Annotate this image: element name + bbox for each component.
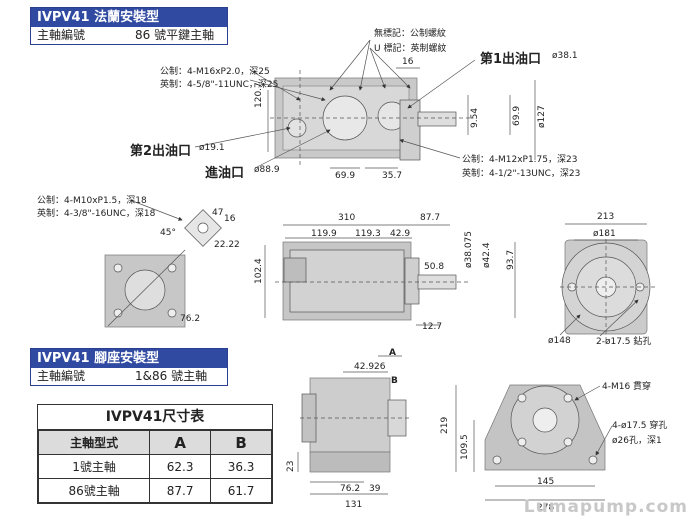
small-thread-metric: 公制：4-M10xP1.5，深18: [37, 196, 147, 206]
outlet2-label: 第2出油口: [130, 144, 192, 159]
outlet1-label: 第1出油口: [480, 52, 542, 67]
table-row: 1號主軸 62.3 36.3: [37, 454, 272, 479]
mount-hole-note: 2-ø17.5 鉆孔: [596, 337, 652, 347]
dim-109-5: 109.5: [460, 434, 470, 460]
dim-38-075: ø38.075: [464, 231, 474, 268]
dim-102-4: 102.4: [254, 258, 264, 284]
flange-thread-metric: 公制：4-M16xP2.0，深25: [160, 67, 270, 77]
dim-42-9b: 42.9: [354, 362, 375, 372]
col-header-shaft: 主軸型式: [37, 430, 151, 455]
foot-cb-note: ø26孔，深1: [612, 436, 662, 446]
pump-side-view: [275, 241, 470, 321]
dim-310: 310: [338, 213, 356, 223]
dim-69-9a: 69.9: [335, 171, 356, 181]
dim-87-7: 87.7: [420, 213, 441, 223]
foot-pump-front-view: [484, 384, 606, 471]
flange-pump-side-view: [270, 70, 470, 165]
dim-22-22: 22.22: [214, 240, 240, 250]
foot-hole-note: 4-ø17.5 穿孔: [612, 421, 668, 431]
col-header-b: B: [210, 430, 272, 455]
dim-16: 16: [402, 57, 414, 67]
brand-watermark: Lumapump.com: [523, 497, 688, 517]
table-cell: 36.3: [210, 454, 272, 479]
outlet2-dia: ø19.1: [199, 143, 225, 153]
flange-thread-inch: 英制：4-5/8"-11UNC，深25: [160, 80, 279, 90]
dim-23: 23: [286, 460, 296, 472]
inlet-label: 進油口: [205, 166, 245, 181]
dim-119-3: 119.3: [355, 229, 381, 239]
dim-76-2b: 76.2: [340, 484, 361, 494]
dim-50-8: 50.8: [424, 262, 445, 272]
m16-tap-note: 4-M16 貫穿: [602, 382, 652, 392]
table-cell: 62.3: [149, 454, 212, 479]
inlet-dia: ø88.9: [254, 165, 280, 175]
dim-B: B: [391, 376, 398, 386]
foot-mount-header: IVPV41 腳座安裝型 主軸編號 1&86 號主軸: [30, 348, 228, 386]
foot-mount-title: IVPV41 腳座安裝型: [31, 349, 227, 368]
flange-detail-view: [104, 254, 186, 328]
dim-93-7: 93.7: [506, 249, 516, 270]
dim-76-2a: 76.2: [180, 314, 201, 324]
shaft-label: 主軸編號: [37, 28, 86, 42]
table-row: 86號主軸 87.7 61.7: [37, 478, 272, 503]
dim-12-7: 12.7: [422, 322, 443, 332]
outlet1-thread-inch: 英制：4-1/2"-13UNC，深23: [462, 169, 581, 179]
size-table-grid: 主軸型式 A B 1號主軸 62.3 36.3 86號主軸 87.7 61.7: [37, 430, 272, 503]
flange-mount-title: IVPV41 法蘭安裝型: [31, 8, 227, 27]
foot-pump-side-view: [300, 377, 410, 473]
outlet1-thread-metric: 公制：4-M12xP1.75，深23: [462, 155, 578, 165]
dim-39: 39: [369, 484, 381, 494]
pump-front-view: [560, 232, 655, 340]
port-square-detail: [184, 209, 222, 247]
size-table: IVPV41尺寸表 主軸型式 A B 1號主軸 62.3 36.3 86號主軸 …: [37, 404, 273, 504]
table-cell: 86號主軸: [37, 478, 151, 503]
dim-26: 26: [374, 362, 386, 372]
no-mark-note: 無標記：公制螺紋: [374, 29, 447, 39]
flange-mount-header: IVPV41 法蘭安裝型 主軸編號 86 號平鍵主軸: [30, 7, 228, 45]
table-cell: 61.7: [210, 478, 272, 503]
dim-A: A: [389, 348, 396, 358]
shaft-value-2: 1&86 號主軸: [135, 369, 208, 383]
dim-45deg: 45°: [160, 228, 176, 238]
dim-148: ø148: [548, 336, 571, 346]
dim-42-4: ø42.4: [482, 242, 492, 268]
dim-219: 219: [440, 416, 450, 434]
dim-131: 131: [345, 500, 363, 510]
dim-127: ø127: [537, 105, 547, 128]
size-table-title: IVPV41尺寸表: [38, 405, 272, 430]
table-cell: 87.7: [149, 478, 212, 503]
dim-69-9b: 69.9: [512, 105, 522, 126]
shaft-value: 86 號平鍵主軸: [135, 28, 215, 42]
dim-181: ø181: [593, 229, 616, 239]
small-thread-inch: 英制：4-3/8"-16UNC，深18: [37, 209, 156, 219]
dim-278: 278: [537, 503, 555, 513]
dim-145: 145: [537, 477, 555, 487]
dim-42-9: 42.9: [390, 229, 411, 239]
dim-16b: 16: [224, 214, 236, 224]
dim-119-9a: 119.9: [311, 229, 337, 239]
col-header-a: A: [149, 430, 212, 455]
dim-213: 213: [597, 212, 615, 222]
shaft-label-2: 主軸編號: [37, 369, 86, 383]
dim-47: 47: [212, 208, 224, 218]
dim-9-54: 9.54: [470, 107, 480, 128]
outlet1-dia: ø38.1: [552, 51, 578, 61]
dim-120-7: 120.7: [254, 82, 264, 108]
u-mark-note: U 標記：英制螺紋: [374, 44, 447, 54]
table-cell: 1號主軸: [37, 454, 151, 479]
dim-35-7: 35.7: [382, 171, 403, 181]
